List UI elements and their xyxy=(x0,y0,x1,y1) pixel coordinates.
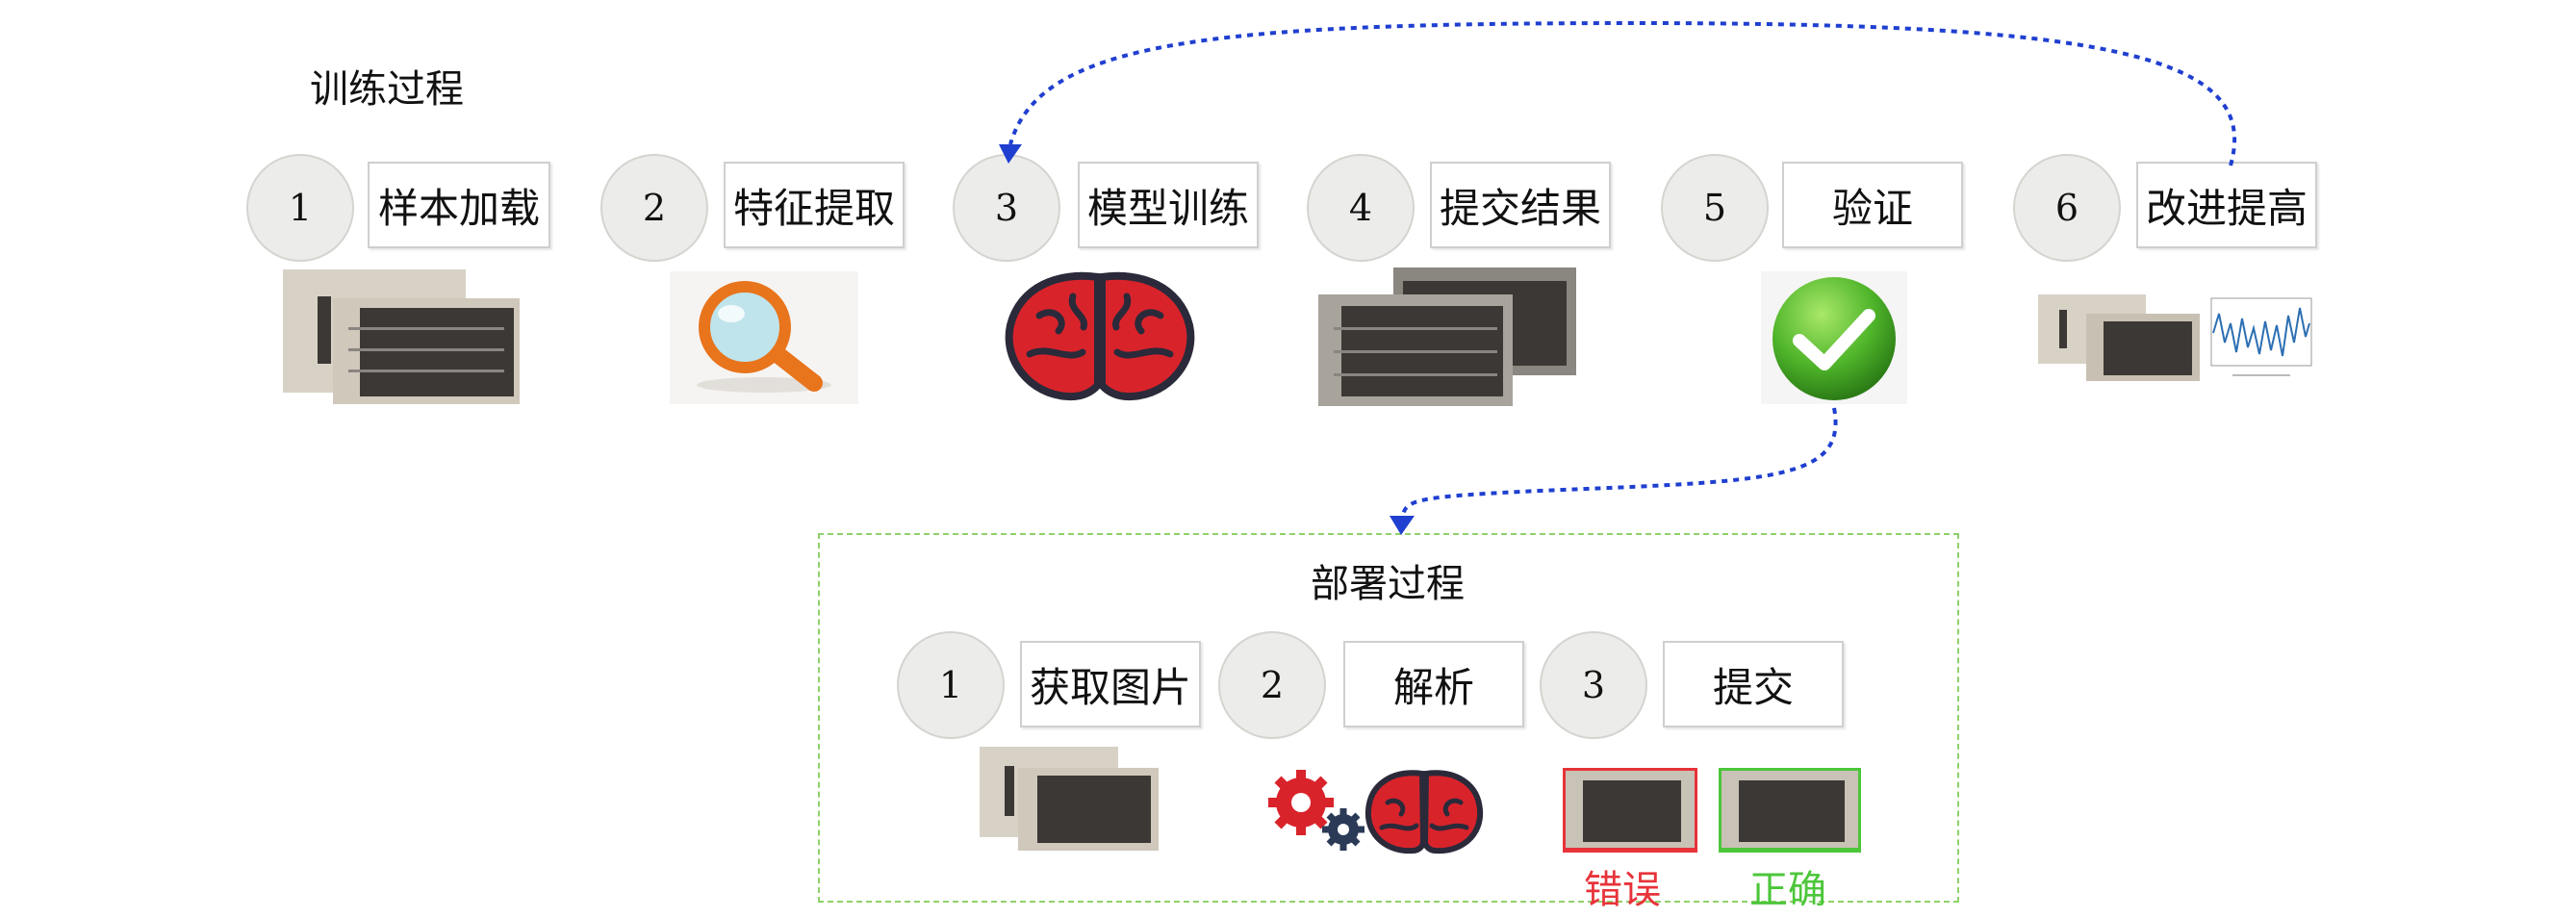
training-step-1-number: 1 xyxy=(246,154,354,262)
deployment-frame xyxy=(818,533,1959,903)
deployment-title: 部署过程 xyxy=(1311,562,1465,606)
deployment-step-2-number: 2 xyxy=(1218,631,1326,739)
plate-images-icon xyxy=(1318,268,1578,406)
deploy-arrowhead xyxy=(1390,516,1415,535)
correct-label: 正确 xyxy=(1749,868,1826,912)
feedback-arrow xyxy=(1008,20,2237,166)
training-step-5-label: 验证 xyxy=(1782,162,1963,248)
training-title: 训练过程 xyxy=(310,67,464,112)
feedback-arrowhead xyxy=(999,144,1022,164)
training-step-6-number: 6 xyxy=(2013,154,2121,262)
training-step-3-number: 3 xyxy=(953,154,1060,262)
plate-images-icon xyxy=(980,747,1159,851)
training-step-2-number: 2 xyxy=(600,154,708,262)
check-icon xyxy=(1761,271,1907,404)
line-chart-icon xyxy=(2204,294,2315,383)
deployment-step-1-number: 1 xyxy=(897,631,1005,739)
plate-and-chart-icon xyxy=(2038,294,2315,383)
brain-icon xyxy=(1001,268,1199,404)
correct-result-image xyxy=(1719,768,1861,853)
plate-images-icon xyxy=(283,269,522,404)
gears-brain-icon xyxy=(1262,768,1488,854)
deployment-step-3-label: 提交 xyxy=(1663,641,1844,727)
training-step-5-number: 5 xyxy=(1661,154,1769,262)
deploy-arrow xyxy=(1401,407,1838,517)
training-step-3-label: 模型训练 xyxy=(1078,162,1259,248)
deployment-step-2-label: 解析 xyxy=(1343,641,1524,727)
deployment-step-3-number: 3 xyxy=(1540,631,1647,739)
training-step-6-label: 改进提高 xyxy=(2136,162,2317,248)
training-step-4-label: 提交结果 xyxy=(1430,162,1611,248)
wrong-label: 错误 xyxy=(1584,868,1661,912)
magnifier-icon xyxy=(670,271,858,404)
wrong-result-image xyxy=(1563,768,1697,853)
training-step-1-label: 样本加载 xyxy=(368,162,550,248)
training-step-2-label: 特征提取 xyxy=(724,162,905,248)
deployment-step-1-label: 获取图片 xyxy=(1020,641,1201,727)
training-step-4-number: 4 xyxy=(1307,154,1415,262)
